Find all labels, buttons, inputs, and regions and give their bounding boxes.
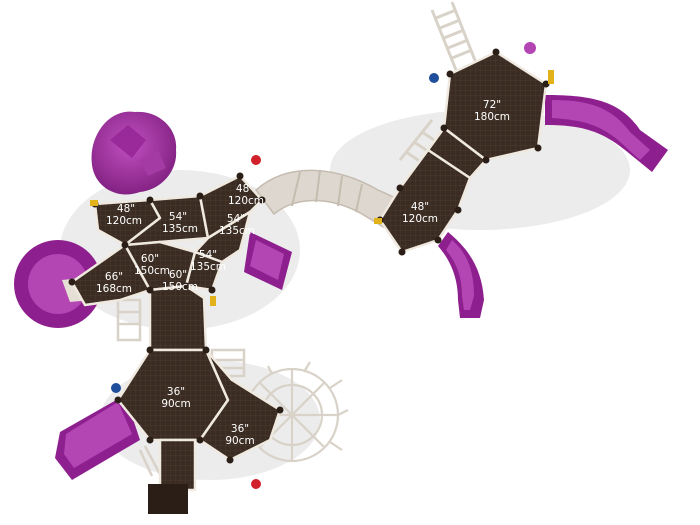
- label-p9-in: 36": [167, 386, 185, 398]
- label-p1-cm: 120cm: [106, 215, 142, 227]
- label-p12-in: 72": [483, 99, 501, 111]
- ladder-top: [430, 1, 480, 76]
- label-p5-in: 54": [199, 249, 217, 261]
- label-p11-cm: 120cm: [402, 213, 438, 225]
- label-p2-cm: 135cm: [162, 223, 198, 235]
- label-p3-in: 48": [236, 183, 254, 195]
- label-p12-cm: 180cm: [474, 111, 510, 123]
- deck-p8: [70, 243, 152, 307]
- label-p7-in: 60": [169, 269, 187, 281]
- dimension-labels: 48" 120cm 54" 135cm 48" 120cm 54" 135cm …: [96, 99, 510, 447]
- label-p6-cm: 150cm: [134, 265, 170, 277]
- slide-top-right: [545, 95, 668, 172]
- deck-platforms: [70, 50, 548, 492]
- label-p6-in: 60": [141, 253, 159, 265]
- slide-mid-right: [438, 232, 484, 318]
- accent-knobs: [90, 42, 554, 489]
- deck-p10: [198, 348, 282, 462]
- label-p3-cm: 120cm: [228, 195, 264, 207]
- label-p4-in: 54": [227, 213, 245, 225]
- label-p10-cm: 90cm: [225, 435, 254, 447]
- deck-stairs: [158, 438, 197, 492]
- label-p9-cm: 90cm: [161, 398, 190, 410]
- posts: [68, 48, 550, 464]
- label-p11-in: 48": [411, 201, 429, 213]
- label-p2-in: 54": [169, 211, 187, 223]
- label-p10-in: 36": [231, 423, 249, 435]
- label-p5-cm: 135cm: [190, 261, 226, 273]
- slide-bottom-left: [55, 395, 140, 480]
- label-p7-cm: 150cm: [162, 281, 198, 293]
- label-p1-in: 48": [117, 203, 135, 215]
- stair-landing: [148, 484, 188, 514]
- deck-p3: [198, 174, 264, 240]
- label-p8-in: 66": [105, 271, 123, 283]
- deck-p11: [378, 148, 472, 254]
- deck-ramp-down: [148, 284, 208, 352]
- panel-purple: [244, 232, 292, 290]
- label-p8-cm: 168cm: [96, 283, 132, 295]
- label-p4-cm: 135cm: [219, 225, 255, 237]
- tube-slide: [254, 169, 402, 230]
- deck-p4: [193, 210, 252, 264]
- rock-climber: [91, 111, 177, 195]
